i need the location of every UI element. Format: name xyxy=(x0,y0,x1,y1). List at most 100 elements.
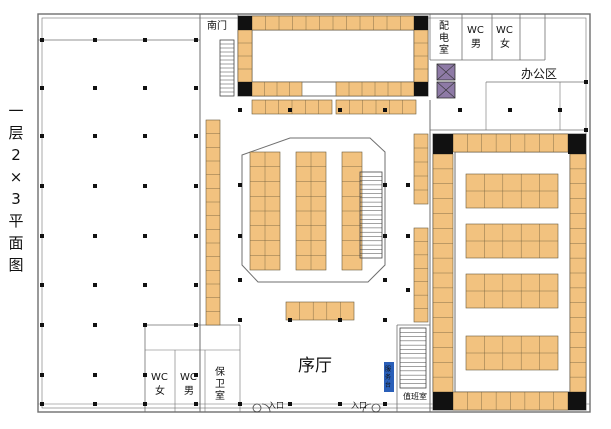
title-char: 一 xyxy=(8,102,24,120)
guard-room-label: 保 卫 室 xyxy=(215,365,225,402)
svg-text:WC: WC xyxy=(180,372,197,383)
column xyxy=(40,38,44,42)
column xyxy=(93,38,97,42)
entrance-right-label: 入口 xyxy=(351,401,367,410)
elevators xyxy=(436,63,456,99)
column xyxy=(194,234,198,238)
column xyxy=(288,318,292,322)
booth[interactable] xyxy=(413,133,429,205)
svg-text:女: 女 xyxy=(500,37,510,50)
svg-text:男: 男 xyxy=(471,38,481,50)
svg-text:室: 室 xyxy=(215,389,225,402)
svg-text:室: 室 xyxy=(439,43,449,56)
title-char: 平 xyxy=(8,212,24,230)
column xyxy=(288,108,292,112)
column xyxy=(238,318,242,322)
south-gate-label: 南门 xyxy=(207,19,227,32)
column xyxy=(584,128,588,132)
column xyxy=(93,373,97,377)
service-desk[interactable] xyxy=(384,362,394,392)
booths xyxy=(205,15,587,411)
column xyxy=(194,86,198,90)
column xyxy=(194,184,198,188)
wc-female-bottom-label: WC 女 xyxy=(151,372,168,397)
title-char: × xyxy=(9,168,23,186)
column xyxy=(383,318,387,322)
wc-male-bottom-label: WC 男 xyxy=(180,372,197,397)
stairs-north xyxy=(219,39,235,97)
column xyxy=(40,323,44,327)
lobby-label: 序厅 xyxy=(298,356,332,376)
column xyxy=(238,183,242,187)
stairs-south xyxy=(399,327,427,389)
column xyxy=(93,283,97,287)
wc-male-top-label: WC 男 xyxy=(467,25,484,50)
column xyxy=(383,108,387,112)
column xyxy=(143,323,147,327)
column xyxy=(143,134,147,138)
column xyxy=(338,318,342,322)
entrance-left-label: 入口 xyxy=(268,401,284,410)
column xyxy=(143,86,147,90)
column xyxy=(93,402,97,406)
title-char: 面 xyxy=(8,234,24,252)
column xyxy=(194,283,198,287)
title-char: 3 xyxy=(11,190,21,208)
column xyxy=(194,373,198,377)
column xyxy=(143,184,147,188)
svg-text:配: 配 xyxy=(439,20,449,32)
column xyxy=(143,38,147,42)
column xyxy=(194,38,198,42)
svg-text:服: 服 xyxy=(385,366,391,373)
svg-text:台: 台 xyxy=(385,381,391,389)
column xyxy=(238,402,242,406)
column xyxy=(40,184,44,188)
stairs-center xyxy=(359,171,383,259)
column xyxy=(338,402,342,406)
column xyxy=(558,108,562,112)
column xyxy=(93,323,97,327)
column xyxy=(143,283,147,287)
column xyxy=(143,402,147,406)
svg-text:务: 务 xyxy=(385,373,391,381)
column xyxy=(143,373,147,377)
svg-text:保: 保 xyxy=(215,365,225,378)
column xyxy=(383,234,387,238)
column xyxy=(93,234,97,238)
column xyxy=(93,86,97,90)
booth[interactable] xyxy=(285,301,355,321)
columns xyxy=(40,38,588,406)
column xyxy=(288,402,292,406)
column xyxy=(383,278,387,282)
svg-text:女: 女 xyxy=(155,384,165,397)
column xyxy=(238,108,242,112)
column xyxy=(194,402,198,406)
column xyxy=(40,402,44,406)
column xyxy=(93,134,97,138)
column xyxy=(584,80,588,84)
column xyxy=(508,108,512,112)
column xyxy=(40,234,44,238)
column xyxy=(406,183,410,187)
column xyxy=(383,402,387,406)
svg-text:WC: WC xyxy=(467,25,484,36)
svg-text:男: 男 xyxy=(184,385,194,397)
office-area-label: 办公区 xyxy=(521,66,557,81)
column xyxy=(40,283,44,287)
wc-female-top-label: WC 女 xyxy=(496,25,513,50)
column xyxy=(458,108,462,112)
svg-text:WC: WC xyxy=(496,25,513,36)
column xyxy=(238,278,242,282)
booth[interactable] xyxy=(205,119,221,326)
entrance-doors xyxy=(252,403,381,413)
column xyxy=(406,234,410,238)
title-char: 层 xyxy=(8,124,24,142)
column xyxy=(194,323,198,327)
svg-text:电: 电 xyxy=(439,31,449,44)
booth[interactable] xyxy=(413,227,429,323)
duty-room-label: 值班室 xyxy=(403,391,427,401)
column xyxy=(143,234,147,238)
column xyxy=(40,134,44,138)
column xyxy=(93,184,97,188)
